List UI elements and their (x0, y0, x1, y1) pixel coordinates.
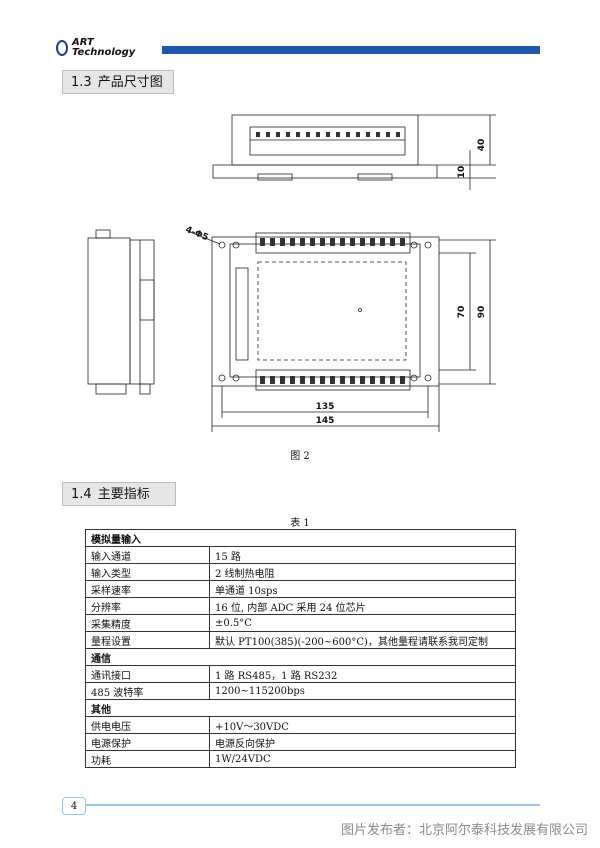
row-value: 1W/24VDC (209, 750, 516, 768)
group-comm: 通信 (85, 648, 516, 666)
side-view (87, 229, 155, 395)
page-number: 4 (62, 797, 86, 815)
table-row: 采样速率单通道 10sps (85, 580, 516, 598)
logo-line2: Technology (72, 47, 136, 58)
section-heading-1-3: 1.3 产品尺寸图 (62, 70, 174, 94)
dim-label-145: 145 (316, 416, 335, 426)
dim-label-holes: 4-Φ5 (184, 225, 210, 243)
top-view-base (212, 164, 438, 179)
section-title: 产品尺寸图 (97, 75, 163, 90)
table-row: 电源保护电源反向保护 (85, 733, 516, 751)
table-group-row: 其他 (85, 699, 516, 717)
publisher-watermark: 图片发布者：北京阿尔泰科技发展有限公司 (340, 823, 588, 838)
section-number: 1.3 (71, 75, 92, 90)
row-value: 单通道 10sps (209, 580, 516, 598)
row-key: 供电电压 (85, 716, 210, 734)
top-view-body (231, 114, 419, 166)
group-analog: 模拟量输入 (85, 529, 516, 547)
dim-label-90: 90 (477, 306, 487, 319)
row-value: +10V～30VDC (209, 716, 516, 734)
table-row: 采集精度±0.5°C (85, 614, 516, 632)
row-key: 485 波特率 (85, 682, 210, 700)
front-view-bottom-terminals (255, 369, 411, 391)
table-row: 量程设置默认 PT100(385)(-200~600°C)，其他量程请联系我司定… (85, 631, 516, 649)
front-view-top-terminals (255, 232, 411, 254)
row-key: 电源保护 (85, 733, 210, 751)
row-key: 采集精度 (85, 614, 210, 632)
table-group-row: 模拟量输入 (85, 529, 516, 547)
top-view-terminal-block (249, 126, 406, 156)
row-key: 功耗 (85, 750, 210, 768)
row-key: 量程设置 (85, 631, 210, 649)
side-view-body (87, 237, 131, 385)
logo-line1: ART (72, 37, 94, 48)
company-logo: ART Technology (56, 38, 156, 60)
row-key: 输入通道 (85, 546, 210, 564)
row-key: 分辨率 (85, 597, 210, 615)
front-view-outline (211, 236, 440, 387)
dimension-drawing: 40 10 70 90 135 145 4-Φ5 (87, 114, 496, 432)
dim-label-40: 40 (477, 139, 487, 152)
top-view (212, 114, 496, 190)
dim-label-10: 10 (457, 166, 467, 179)
terminal-screws (256, 132, 405, 384)
section-number: 1.4 (71, 487, 92, 502)
row-value: 默认 PT100(385)(-200~600°C)，其他量程请联系我司定制 (209, 631, 516, 649)
row-value: 电源反向保护 (209, 733, 516, 751)
row-value: 16 位, 内部 ADC 采用 24 位芯片 (209, 597, 516, 615)
row-value: 1200~115200bps (209, 682, 516, 700)
section-heading-1-4: 1.4 主要指标 (62, 482, 176, 506)
row-key: 采样速率 (85, 580, 210, 598)
logo-text: ART Technology (72, 38, 135, 58)
row-value: ±0.5°C (209, 614, 516, 632)
header-bar (162, 46, 540, 54)
footer-line (84, 804, 540, 806)
section-title: 主要指标 (97, 487, 150, 502)
dim-label-70: 70 (457, 306, 467, 319)
logo-mark-icon (56, 40, 68, 56)
dim-label-135: 135 (316, 402, 335, 412)
row-value: 2 线制热电阻 (209, 563, 516, 581)
table-row: 供电电压+10V～30VDC (85, 716, 516, 734)
table-group-row: 通信 (85, 648, 516, 666)
row-value: 15 路 (209, 546, 516, 564)
table-caption: 表 1 (290, 518, 310, 529)
group-other: 其他 (85, 699, 516, 717)
row-key: 输入类型 (85, 563, 210, 581)
figure-caption: 图 2 (290, 451, 310, 462)
page-header: ART Technology (56, 38, 540, 60)
row-key: 通讯接口 (85, 665, 210, 683)
front-view (189, 231, 496, 432)
row-value: 1 路 RS485，1 路 RS232 (209, 665, 516, 683)
